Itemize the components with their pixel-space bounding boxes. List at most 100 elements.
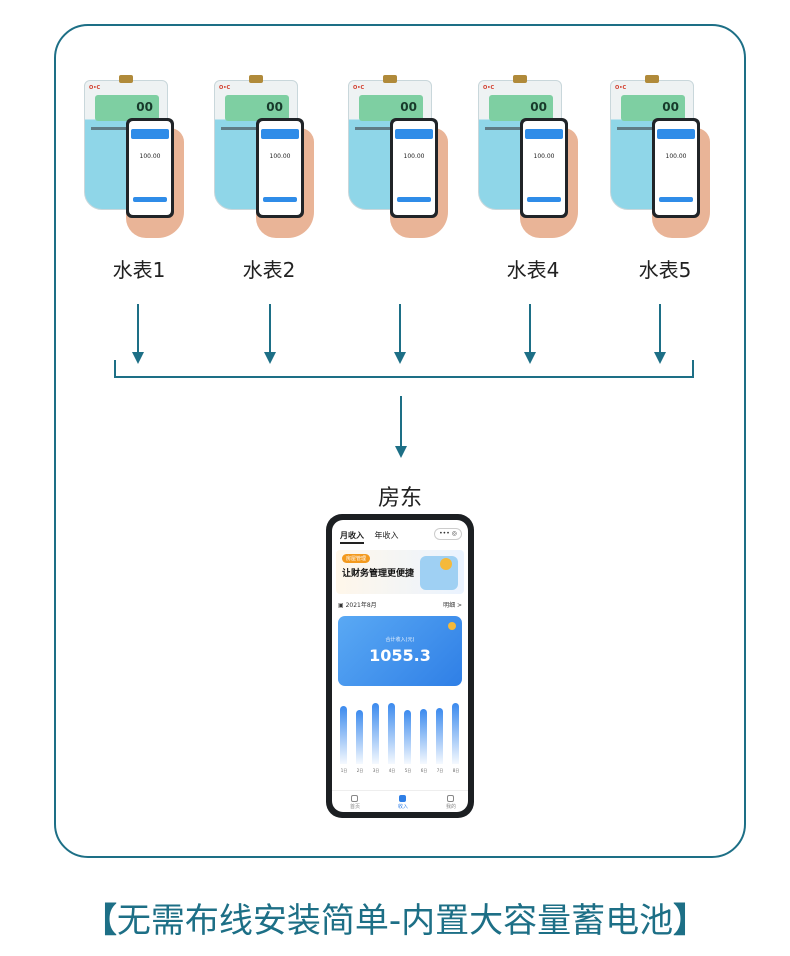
- tab-monthly-income[interactable]: 月收入: [340, 531, 364, 544]
- meter-phone: 100.00: [390, 118, 438, 218]
- home-icon[interactable]: [351, 795, 358, 802]
- detail-link[interactable]: 明细 >: [443, 602, 462, 609]
- meter-arrow-line: [529, 304, 531, 354]
- bottom-nav: 首页 收入 我的: [332, 790, 468, 812]
- water-meter: O•C 00 100.00: [214, 75, 324, 240]
- income-bar[interactable]: [372, 703, 379, 764]
- footer-bracket-left: 【: [82, 901, 117, 941]
- nav-item[interactable]: 我的: [445, 804, 456, 810]
- meter-phone-button: [397, 197, 431, 202]
- bar-day-label: 6日: [420, 768, 428, 773]
- meter-valve: [383, 75, 397, 83]
- footer-text: 无需布线安装简单-内置大容量蓄电池: [116, 901, 674, 941]
- meter-arrow-head: [524, 352, 536, 364]
- promo-illustration: [420, 556, 458, 590]
- meter-phone-value: 100.00: [269, 153, 291, 160]
- meter-phone-button: [133, 197, 167, 202]
- meter-label: 水表4: [506, 258, 560, 282]
- water-meter: O•C 00 100.00: [348, 75, 458, 240]
- bar-day-label: 1日: [340, 768, 348, 773]
- promo-banner[interactable]: 房屋管理 让财务管理更便捷: [336, 550, 464, 594]
- badge-icon: [448, 622, 456, 630]
- bar-day-label: 8日: [452, 768, 460, 773]
- phone-screen: 月收入 年收入 ••• ◎ 房屋管理 让财务管理更便捷 ▣ 2021年8月 明细…: [332, 520, 468, 812]
- income-bar[interactable]: [404, 710, 411, 764]
- meter-phone-screen: 100.00: [523, 121, 565, 215]
- meter-brand-logo: O•C: [353, 85, 365, 91]
- promo-tag: 房屋管理: [342, 554, 371, 563]
- tab-yearly-income[interactable]: 年收入: [374, 531, 399, 540]
- meter-phone-screen: 100.00: [129, 121, 171, 215]
- meter-arrow-line: [137, 304, 139, 354]
- meter-phone-banner: [657, 129, 695, 139]
- meter-label: 水表1: [112, 258, 166, 282]
- meter-arrow-line: [659, 304, 661, 354]
- promo-text: 让财务管理更便捷: [342, 569, 415, 579]
- user-icon[interactable]: [447, 795, 454, 802]
- meter-phone-banner: [261, 129, 299, 139]
- meter-phone-button: [263, 197, 297, 202]
- meter-valve: [513, 75, 527, 83]
- card-label: 合计收入(元): [385, 637, 415, 643]
- income-bar[interactable]: [436, 708, 443, 764]
- income-bar[interactable]: [452, 703, 459, 764]
- date-text[interactable]: 2021年8月: [345, 602, 377, 609]
- water-meter: O•C 00 100.00: [84, 75, 194, 240]
- meter-arrow-line: [269, 304, 271, 354]
- meter-brand-logo: O•C: [219, 85, 231, 91]
- footer-slogan: 【无需布线安装简单-内置大容量蓄电池】: [0, 893, 790, 942]
- bar-day-label: 4日: [388, 768, 396, 773]
- meter-phone-banner: [395, 129, 433, 139]
- income-bar[interactable]: [388, 703, 395, 764]
- footer-bracket-right: 】: [673, 901, 708, 941]
- calendar-icon[interactable]: ▣: [338, 602, 346, 609]
- more-dots-icon[interactable]: ••• ◎: [434, 528, 462, 540]
- meter-phone: 100.00: [126, 118, 174, 218]
- meter-phone: 100.00: [256, 118, 304, 218]
- meter-valve: [249, 75, 263, 83]
- meter-display: 00: [95, 95, 159, 121]
- meter-arrow-head: [654, 352, 666, 364]
- meter-phone-button: [659, 197, 693, 202]
- down-arrow-head: [395, 446, 407, 458]
- meter-arrow-head: [264, 352, 276, 364]
- meter-arrow-line: [399, 304, 401, 354]
- content-frame: [54, 24, 746, 858]
- meter-display: 00: [621, 95, 685, 121]
- income-bar[interactable]: [420, 709, 427, 764]
- meter-label: 水表2: [242, 258, 296, 282]
- meter-arrow-head: [394, 352, 406, 364]
- income-icon[interactable]: [399, 795, 406, 802]
- bar-day-label: 3日: [372, 768, 380, 773]
- meter-valve: [645, 75, 659, 83]
- meter-display: 00: [225, 95, 289, 121]
- water-meter: O•C 00 100.00: [610, 75, 720, 240]
- meter-phone-screen: 100.00: [393, 121, 435, 215]
- nav-item[interactable]: 首页: [349, 804, 360, 810]
- meter-phone-button: [527, 197, 561, 202]
- meter-phone-value: 100.00: [533, 153, 555, 160]
- income-bar[interactable]: [356, 710, 363, 764]
- meter-phone: 100.00: [520, 118, 568, 218]
- meter-phone-value: 100.00: [139, 153, 161, 160]
- meter-phone-banner: [525, 129, 563, 139]
- coin-icon: [440, 558, 452, 570]
- meter-display: 00: [359, 95, 423, 121]
- meter-brand-logo: O•C: [615, 85, 627, 91]
- meter-phone-value: 100.00: [665, 153, 687, 160]
- down-arrow-line: [400, 396, 402, 448]
- meter-phone: 100.00: [652, 118, 700, 218]
- meter-phone-value: 100.00: [403, 153, 425, 160]
- date-row: ▣ 2021年8月 明细 >: [338, 600, 462, 609]
- bar-day-label: 5日: [404, 768, 412, 773]
- income-bar[interactable]: [340, 706, 347, 764]
- meter-phone-screen: 100.00: [259, 121, 301, 215]
- nav-item[interactable]: 收入: [397, 804, 408, 810]
- income-tabs: 月收入 年收入: [340, 530, 407, 544]
- meter-brand-logo: O•C: [89, 85, 101, 91]
- meter-label: 水表5: [638, 258, 692, 282]
- landlord-label: 房东: [377, 486, 422, 511]
- bar-day-label: 7日: [436, 768, 444, 773]
